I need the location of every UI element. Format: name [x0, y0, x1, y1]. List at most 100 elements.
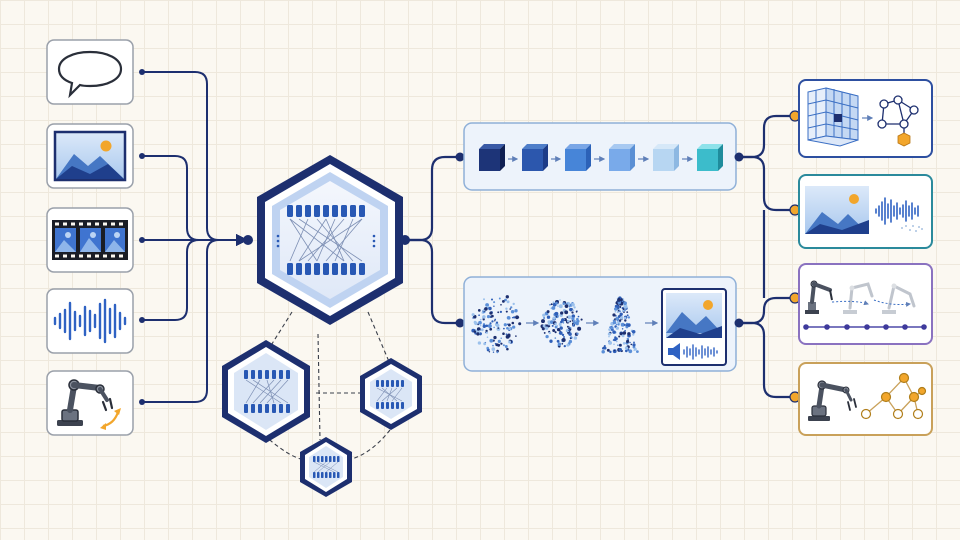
particle	[556, 328, 561, 332]
particle	[614, 310, 617, 313]
particle	[564, 310, 569, 315]
particle	[576, 332, 579, 335]
particle	[502, 344, 505, 347]
particle	[513, 316, 516, 319]
particle	[568, 329, 570, 332]
particle	[619, 306, 622, 308]
particle	[496, 323, 500, 328]
particle	[620, 322, 625, 327]
particle	[608, 340, 613, 345]
particle	[492, 344, 494, 347]
landscape-image-icon	[53, 130, 127, 182]
particle	[505, 307, 508, 310]
particle	[506, 326, 509, 330]
particle	[543, 316, 546, 320]
particle	[549, 339, 553, 343]
particle	[551, 324, 554, 327]
particle	[477, 309, 481, 312]
particle	[478, 330, 481, 332]
particle	[566, 343, 570, 347]
particle	[626, 337, 629, 341]
particle	[624, 346, 629, 350]
token-cube-6	[697, 144, 723, 171]
particle	[615, 340, 618, 343]
particle	[490, 298, 494, 301]
particle	[603, 346, 607, 350]
particle	[505, 295, 509, 299]
particle	[517, 316, 520, 319]
3d-cube-icon	[807, 87, 859, 147]
token-cube-4	[609, 144, 635, 171]
particle	[559, 326, 563, 330]
input-video-box	[46, 207, 134, 273]
particle	[612, 330, 616, 334]
particle	[556, 339, 560, 343]
particle	[488, 306, 492, 311]
particle	[607, 332, 611, 336]
particle	[572, 323, 575, 326]
particle	[568, 332, 572, 336]
landscape-image-icon	[805, 186, 869, 234]
particle	[497, 327, 500, 329]
particle	[555, 301, 558, 305]
core-input-port	[243, 235, 253, 245]
particle	[506, 300, 510, 304]
particle	[554, 311, 559, 316]
particle	[621, 334, 625, 338]
particle	[486, 315, 491, 319]
particle	[566, 319, 570, 323]
particle	[615, 317, 619, 321]
particle	[573, 336, 578, 340]
particle	[484, 307, 488, 311]
particle	[549, 320, 554, 324]
particle	[510, 306, 513, 309]
particle	[491, 320, 494, 323]
connector-audio	[143, 234, 248, 321]
particle	[489, 322, 492, 325]
particle	[508, 327, 511, 330]
particle	[502, 332, 505, 335]
input-audio-box	[46, 288, 134, 354]
particle	[558, 304, 563, 309]
particle	[482, 324, 487, 329]
particle	[489, 327, 493, 331]
particle	[492, 351, 495, 353]
particle	[563, 336, 565, 338]
particle	[609, 350, 612, 354]
particle	[508, 340, 512, 344]
particle	[556, 324, 559, 327]
particle	[483, 298, 485, 301]
particle	[548, 331, 552, 335]
token-cube-3	[565, 144, 591, 171]
output-ports	[789, 110, 801, 403]
particle	[577, 315, 580, 318]
particle	[481, 311, 484, 314]
expert-hexagon-right	[360, 358, 422, 430]
speaker-icon	[668, 343, 680, 360]
particle	[565, 328, 570, 333]
particle	[572, 309, 575, 312]
particle	[569, 307, 573, 312]
particle	[632, 345, 636, 349]
particle	[493, 301, 496, 304]
particle	[485, 331, 489, 334]
particle	[479, 324, 482, 327]
particle	[473, 330, 477, 333]
output-robot-trajectory-box	[798, 263, 933, 345]
particle	[497, 343, 501, 347]
particle	[629, 341, 631, 344]
particle	[477, 323, 479, 326]
particle	[621, 328, 624, 330]
particle	[562, 302, 566, 305]
particle	[507, 333, 511, 337]
particle	[546, 315, 551, 319]
robot-arm-ghost-icon-2	[882, 283, 916, 314]
noise-cloud	[471, 295, 522, 354]
structured-cloud	[601, 296, 639, 354]
particle	[510, 309, 515, 314]
input-connectors	[143, 71, 248, 403]
particle	[564, 304, 569, 308]
particle	[577, 326, 582, 331]
particle	[623, 301, 627, 306]
output-connectors	[739, 114, 792, 399]
